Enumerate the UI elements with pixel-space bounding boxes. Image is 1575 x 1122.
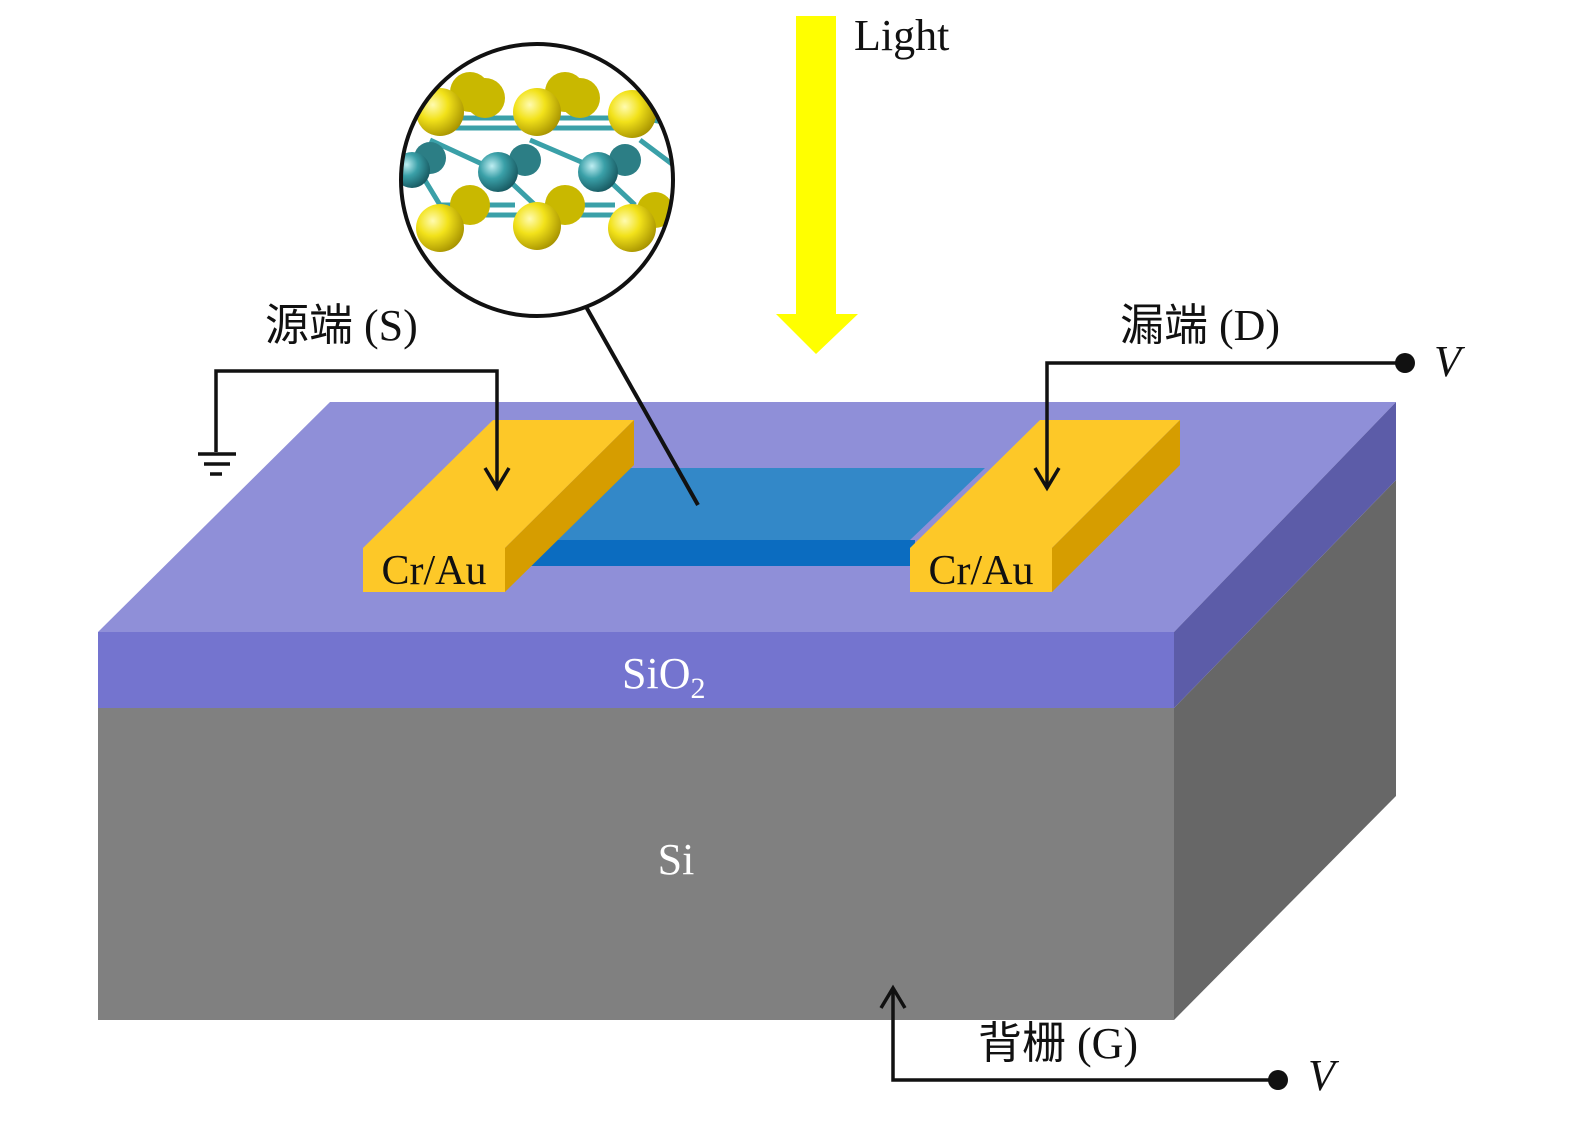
sio2-label-main: SiO: [622, 649, 690, 698]
right-contact: Cr/Au: [910, 420, 1180, 594]
terminal-dot-icon: [1268, 1070, 1288, 1090]
left-contact-side: [505, 420, 634, 592]
drain-wire: [1045, 361, 1405, 487]
channel-top-face: [530, 468, 985, 540]
down-arrow-icon: [776, 16, 858, 354]
light-label: Light: [854, 11, 949, 60]
right-contact-label: Cr/Au: [929, 548, 1034, 594]
magnifier-circle-icon: [399, 42, 675, 318]
source-wiring: [198, 369, 511, 492]
right-contact-front: [910, 548, 1052, 592]
sio2-front-face: [98, 632, 1174, 708]
drain-arrowhead: [1033, 467, 1061, 492]
sio2-side-face: [1174, 402, 1396, 708]
sio2-label: SiO2: [622, 649, 705, 705]
up-arrow-icon: [879, 984, 907, 1009]
gate-wire: [891, 990, 1278, 1082]
si-substrate: [98, 480, 1396, 1020]
zoom-pointer-line: [583, 304, 700, 506]
crystal-structure: [401, 72, 673, 252]
si-front-face: [98, 708, 1174, 1020]
ground-icon: [198, 452, 236, 476]
mos2-channel: [525, 468, 985, 566]
left-contact-label: Cr/Au: [382, 548, 487, 594]
drain-wiring: [1033, 361, 1405, 492]
si-side-face: [1174, 480, 1396, 1020]
sio2-label-subscript: 2: [690, 672, 705, 705]
gate-voltage-label: V: [1308, 1051, 1340, 1100]
drain-voltage-label: V: [1434, 337, 1466, 386]
light-arrow: Light: [776, 11, 949, 354]
source-arrowhead: [483, 467, 511, 492]
source-wire: [214, 369, 499, 487]
left-contact-front: [363, 548, 505, 592]
channel-front-face: [525, 540, 915, 566]
source-label: 源端 (S): [265, 301, 418, 350]
right-contact-side: [1052, 420, 1180, 592]
gate-wiring: [879, 984, 1278, 1082]
si-label: Si: [658, 835, 695, 884]
gate-label: 背栅 (G): [978, 1019, 1138, 1068]
drain-label: 漏端 (D): [1120, 301, 1280, 350]
terminal-dot-icon: [1395, 353, 1415, 373]
